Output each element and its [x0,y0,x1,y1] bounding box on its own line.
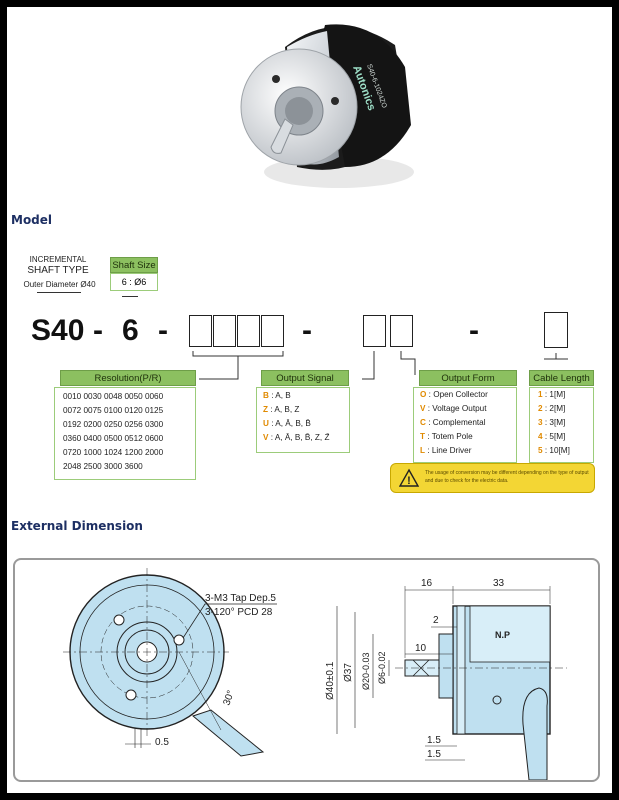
form-text: : Open Collector [428,390,488,399]
dim-33: 33 [493,578,505,589]
form-text: : Complemental [428,418,486,427]
form-text: : Totem Pole [427,432,473,441]
cable-length-header: Cable Length [529,370,594,386]
form-code: O [420,390,427,399]
encoder-photo: Autonics S40-6-1024ZO [240,24,414,188]
cable-length-box: 1 : 1[M] 2 : 2[M] 3 : 3[M] 4 : 5[M] 5 : … [529,387,594,463]
cable-text: : 5[M] [544,432,566,441]
resolution-row: 0720 1000 1024 1200 2000 [63,448,164,457]
dim-1-5-a: 1.5 [427,735,441,746]
cable-text: : 10[M] [544,446,570,455]
dim-2: 2 [433,615,439,626]
signal-text: : A, Ā, B, B̄ [271,419,311,428]
cable-text: : 2[M] [544,404,566,413]
signal-text: : A, B [271,391,291,400]
caution-note: ! The usage of conversion may be differe… [390,463,595,493]
cable-code: 4 [538,432,543,441]
angle-label: 30° [221,689,237,707]
code-6: 6 [122,314,139,347]
signal-text: : A, Ā, B, B̄, Z, Z̄ [270,433,330,442]
resolution-row: 0010 0030 0048 0050 0060 [63,392,164,401]
np-label: N.P [495,630,510,640]
dimension-drawing: 3-M3 Tap Dep.5 3-120° PCD 28 30° 0.5 N.P… [63,568,567,780]
form-code: V [420,404,426,413]
cable-code: 2 [538,404,543,413]
dim-d40: Ø40±0.1 [325,661,336,700]
resolution-row: 0072 0075 0100 0120 0125 [63,406,164,415]
dim-1-5-b: 1.5 [427,749,441,760]
code-dash-1: - [93,314,103,347]
form-code: L [420,446,426,455]
code-dash-4: - [469,314,479,347]
dim-d6: Ø6-0.02 [377,651,387,684]
model-connectors [192,351,568,380]
s40-bracket [37,292,81,293]
tap-label: 3-M3 Tap Dep.5 [205,593,276,604]
dim-0-5: 0.5 [155,737,169,748]
signal-code: Z [263,405,269,414]
dim-d37: Ø37 [343,663,354,682]
resolution-slot-1 [189,315,212,347]
form-code: C [420,418,426,427]
dim-16: 16 [421,578,433,589]
incremental-label: INCREMENTAL [29,255,87,264]
cable-length-slot [544,312,568,348]
cable-code: 3 [538,418,543,427]
resolution-row: 0192 0200 0250 0256 0300 [63,420,164,429]
cable-code: 1 [538,390,543,399]
output-signal-header: Output Signal [261,370,349,386]
form-text: : Line Driver [427,446,472,455]
output-signal-box: B : A, B Z : A, B, Z U : A, Ā, B, B̄ V :… [256,387,350,453]
model-section-title: Model [11,213,53,227]
resolution-header: Resolution(P/R) [60,370,196,386]
signal-code: U [263,419,269,428]
resolution-slot-2 [213,315,236,347]
shaft-size-value: 6 : Ø6 [110,273,158,291]
signal-code: V [263,433,269,442]
output-signal-slot [363,315,386,347]
code-dash-2: - [158,314,168,347]
page-frame: Autonics S40-6-1024ZO Model INCREMENTAL … [7,7,612,793]
shaft-bracket [122,296,138,297]
resolution-box: 0010 0030 0048 0050 0060 0072 0075 0100 … [54,387,196,480]
output-form-header: Output Form [419,370,517,386]
svg-text:!: ! [407,475,411,487]
signal-text: : A, B, Z [270,405,300,414]
code-s40: S40 [31,314,85,347]
code-dash-3: - [302,314,312,347]
resolution-row: 2048 2500 3000 3600 [63,462,143,471]
pcd-label: 3-120° PCD 28 [205,607,273,618]
dim-d20: Ø20-0.03 [361,652,371,690]
output-form-slot [390,315,413,347]
caution-text: The usage of conversion may be different… [425,470,589,484]
resolution-slot-4 [261,315,284,347]
signal-code: B [263,391,269,400]
external-dimension-title: External Dimension [11,519,143,533]
outer-diameter-label: Outer Diameter Ø40 [23,280,96,289]
form-text: : Voltage Output [427,404,487,413]
output-form-box: O : Open Collector V : Voltage Output C … [413,387,517,463]
shaft-type-label: SHAFT TYPE [27,265,89,276]
form-code: T [420,432,426,441]
cable-text: : 1[M] [544,390,566,399]
cable-text: : 3[M] [544,418,566,427]
dim-10: 10 [415,643,427,654]
resolution-row: 0360 0400 0500 0512 0600 [63,434,164,443]
shaft-size-header: Shaft Size [110,257,158,273]
warning-icon: ! [399,468,419,487]
dimension-panel: 3-M3 Tap Dep.5 3-120° PCD 28 30° 0.5 N.P… [13,558,600,782]
resolution-slot-3 [237,315,260,347]
cable-code: 5 [538,446,543,455]
